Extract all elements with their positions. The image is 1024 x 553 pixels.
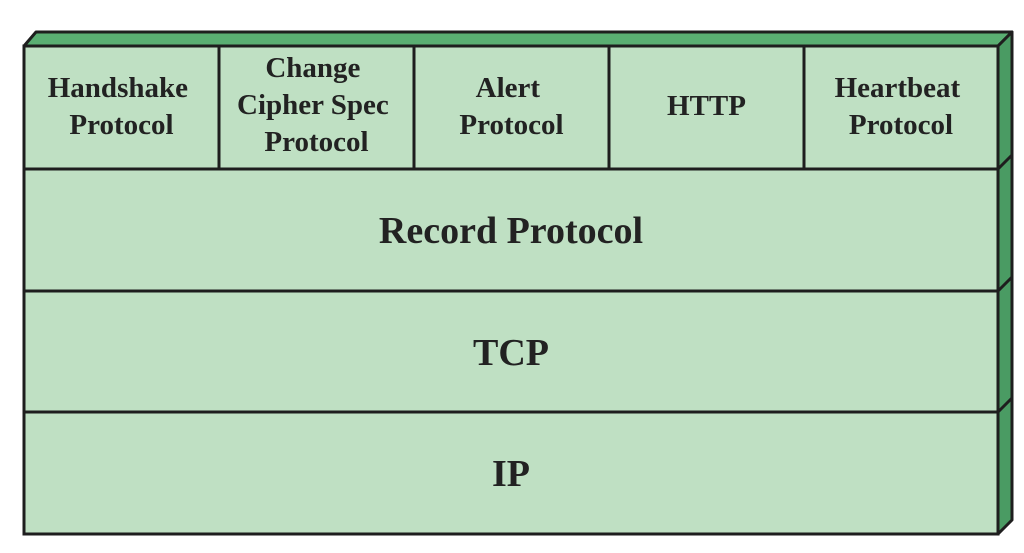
change-cipher-spec-protocol-box [217,44,416,171]
side-divider-3 [996,396,1014,414]
tcp-layer [22,289,1000,414]
change-cipher-spec-protocol-label: Change Cipher Spec Protocol [237,52,396,158]
stack-top-edge [22,30,1014,48]
http-label: HTTP [667,90,746,122]
handshake-protocol-label: Handshake Protocol [48,72,195,141]
heartbeat-protocol-label: Heartbeat Protocol [835,72,968,141]
side-divider-1 [996,153,1014,171]
ip-label: IP [492,453,530,495]
alert-protocol-label: Alert Protocol [459,72,563,141]
heartbeat-protocol-box [802,44,1000,171]
record-protocol-layer [22,167,1000,293]
record-protocol-label: Record Protocol [379,210,643,252]
alert-protocol-box [412,44,611,171]
ip-layer [22,410,1000,536]
tcp-label: TCP [473,332,549,374]
upper-protocols-layer: Handshake Protocol Change Cipher Spec Pr… [22,44,1000,171]
handshake-protocol-box [22,44,221,171]
side-divider-2 [996,275,1014,293]
